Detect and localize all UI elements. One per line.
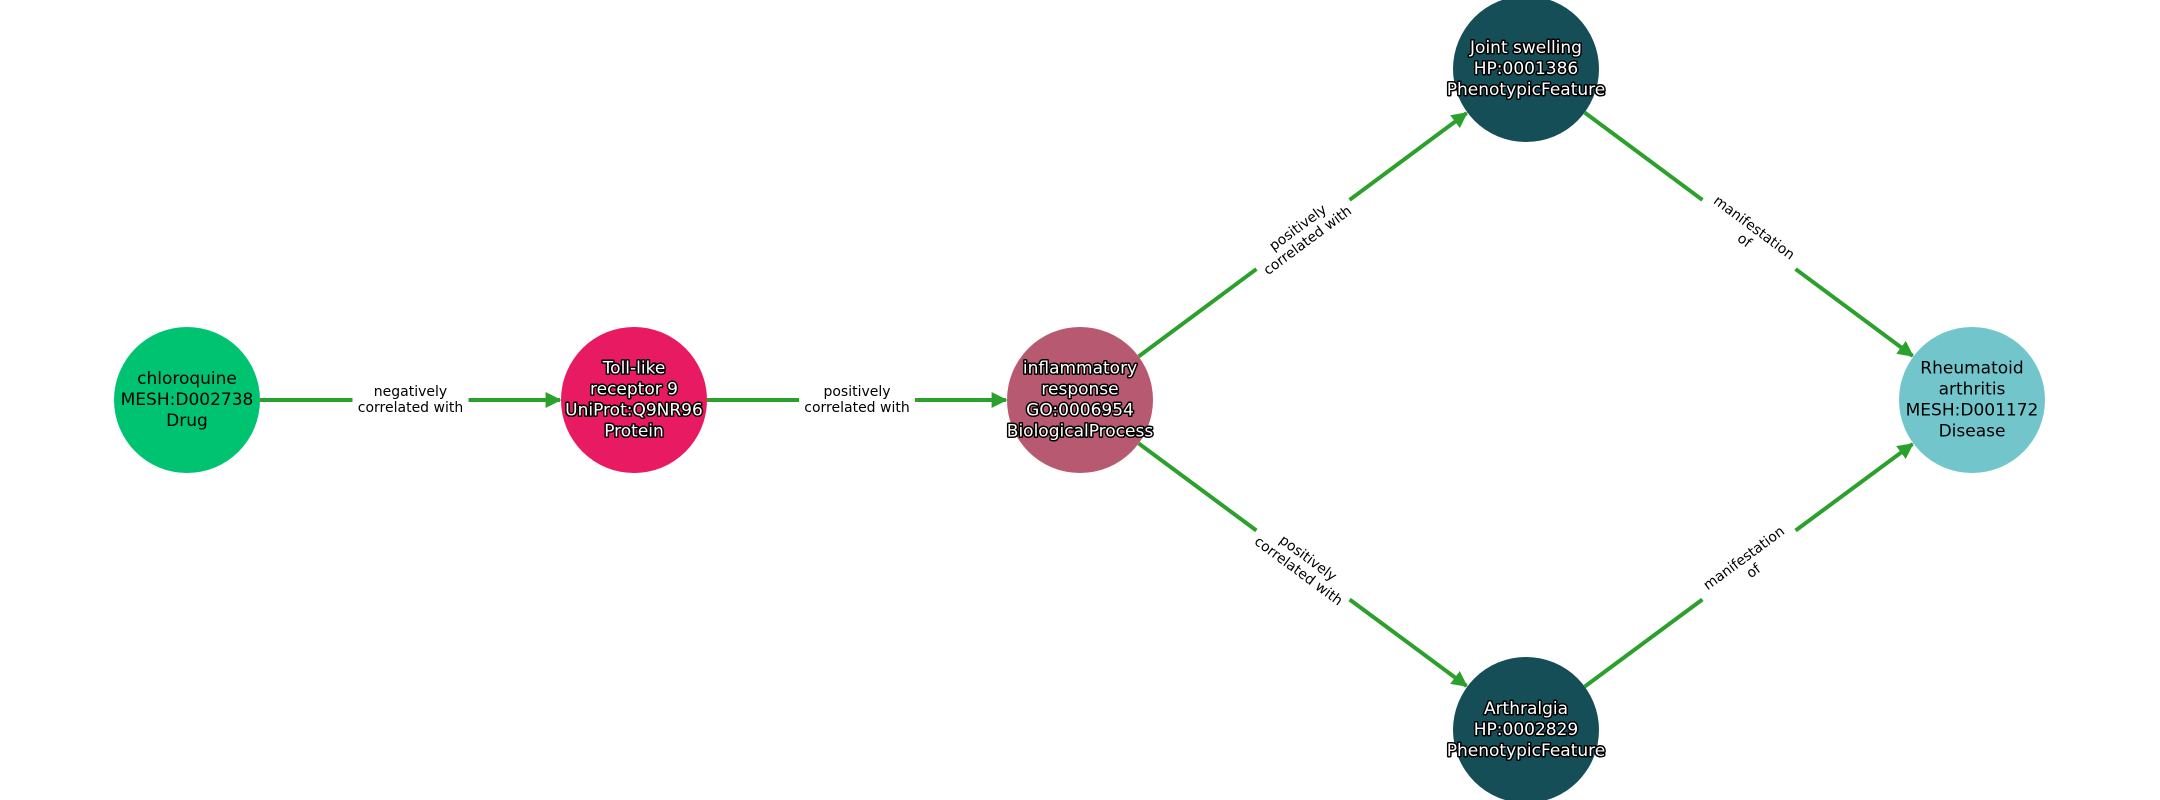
- edge-label: positivelycorrelated with: [1251, 521, 1355, 609]
- node-circle[interactable]: [1453, 0, 1599, 142]
- edge-label-line: negatively: [374, 384, 447, 400]
- edge-label-line: manifestation: [1710, 193, 1797, 263]
- node-label-line: response: [1041, 380, 1118, 400]
- node-label-line: Disease: [1939, 422, 2006, 442]
- node-label-line: Arthralgia: [1484, 699, 1568, 719]
- node-circle[interactable]: [1899, 327, 2045, 473]
- node-label-line: MESH:D002738: [121, 390, 254, 410]
- node-label-line: UniProt:Q9NR96: [565, 401, 703, 421]
- node-label-line: Joint swelling: [1469, 38, 1582, 58]
- node-label-line: GO:0006954: [1026, 401, 1134, 421]
- node-label-line: Protein: [604, 422, 664, 442]
- edge-arthralgia-to-ra: manifestationof: [1583, 442, 1914, 689]
- node-circle[interactable]: [114, 327, 260, 473]
- edge-arrow: [1794, 267, 1914, 358]
- node-label-line: PhenotypicFeature: [1447, 741, 1606, 761]
- edge-label-line: manifestation: [1701, 523, 1788, 593]
- node-circle[interactable]: [1453, 657, 1599, 800]
- node-label-line: arthritis: [1939, 380, 2006, 400]
- edge-line: [1583, 110, 1704, 202]
- node-label-line: Rheumatoid: [1920, 359, 2023, 379]
- edge-arrow: [1794, 442, 1914, 533]
- node-label-line: HP:0001386: [1474, 59, 1578, 79]
- node-circle[interactable]: [561, 327, 707, 473]
- node-label-line: Drug: [166, 411, 208, 431]
- node-label-line: chloroquine: [137, 369, 237, 389]
- edge-label-line: correlated with: [358, 400, 463, 416]
- edge-label: positivelycorrelated with: [1251, 190, 1355, 279]
- node-label-line: inflammatory: [1023, 359, 1137, 379]
- edge-arrow: [1348, 597, 1468, 688]
- node-label-line: PhenotypicFeature: [1447, 80, 1606, 100]
- edge-line: [1137, 267, 1258, 359]
- edge-arrow: [1348, 111, 1468, 202]
- edge-line: [1583, 597, 1704, 689]
- node-label-line: HP:0002829: [1474, 720, 1578, 740]
- edge-label-line: positively: [823, 384, 890, 400]
- edge-line: [1137, 441, 1258, 533]
- node-label-line: receptor 9: [590, 380, 678, 400]
- node-label-line: BiologicalProcess: [1007, 422, 1154, 442]
- edge-label-line: correlated with: [804, 400, 909, 416]
- node-circle[interactable]: [1007, 327, 1153, 473]
- node-label-line: Toll-like: [602, 359, 666, 379]
- edge-inflammatory-to-arthralgia: positivelycorrelated with: [1137, 441, 1468, 688]
- edge-label: manifestationof: [1701, 523, 1798, 606]
- node-label-line: MESH:D001172: [1906, 401, 2039, 421]
- edge-joint_swelling-to-ra: manifestationof: [1583, 110, 1914, 358]
- edge-inflammatory-to-joint_swelling: positivelycorrelated with: [1137, 111, 1468, 359]
- edge-label: manifestationof: [1701, 193, 1798, 276]
